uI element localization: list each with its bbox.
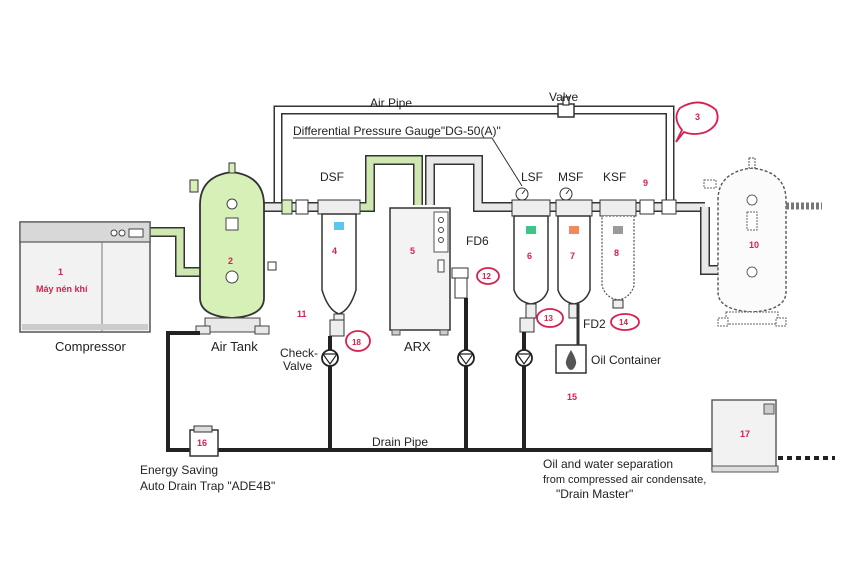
callout-13: [536, 308, 564, 328]
number-8: 8: [614, 248, 619, 258]
callout-12: [476, 267, 500, 285]
green-pipes: [360, 155, 490, 212]
energy-saving-label-1: Energy Saving: [140, 463, 218, 477]
arx-dryer: [389, 207, 451, 336]
number-10: 10: [749, 240, 759, 250]
number-14: 14: [619, 318, 628, 327]
check-valve-label-2: Valve: [283, 359, 312, 373]
number-9: 9: [643, 178, 648, 188]
fd6-label: FD6: [466, 234, 489, 248]
compressor: [19, 221, 151, 333]
oil-water-label-3: "Drain Master": [556, 487, 633, 501]
number-1: 1: [58, 267, 63, 277]
msf-label: MSF: [558, 170, 583, 184]
compressor-pipe: [150, 227, 205, 277]
number-4: 4: [332, 246, 337, 256]
number-13: 13: [544, 314, 553, 323]
callout-14: [610, 313, 640, 331]
number-7: 7: [570, 251, 575, 261]
valve-top: [557, 96, 575, 118]
number-3: 3: [695, 112, 700, 122]
oil-container: [555, 304, 587, 374]
number-12: 12: [482, 272, 491, 281]
number-5: 5: [410, 246, 415, 256]
gauge-leader-line: [491, 137, 523, 187]
oil-water-label-1: Oil and water separation: [543, 457, 673, 471]
energy-saving-label-2: Auto Drain Trap "ADE4B": [140, 479, 275, 493]
ksf-filter: [599, 199, 637, 309]
air-tank: [189, 162, 277, 335]
valve-label: Valve: [549, 90, 578, 104]
fd2-label: FD2: [583, 317, 606, 331]
fd6-drain: [451, 267, 469, 299]
number-6: 6: [527, 251, 532, 261]
outlet-valves: [639, 199, 677, 215]
number-18: 18: [352, 338, 361, 347]
dsf-label: DSF: [320, 170, 344, 184]
air-tank-label: Air Tank: [211, 339, 258, 354]
tank-outlet-valves: [281, 199, 309, 215]
number-2: 2: [228, 256, 233, 266]
air-pipe-label: Air Pipe: [370, 96, 412, 110]
arx-label: ARX: [404, 339, 431, 354]
check-valves: [321, 349, 533, 367]
lsf-filter: [511, 187, 551, 333]
oil-container-label: Oil Container: [591, 353, 661, 367]
air-pipe: [273, 105, 675, 205]
ksf-label: KSF: [603, 170, 626, 184]
drain-master: [711, 399, 779, 473]
number-15: 15: [567, 392, 577, 402]
callout-3: [675, 101, 719, 143]
drain-pipe-label: Drain Pipe: [372, 435, 428, 449]
check-valve-label-1: Check-: [280, 346, 318, 360]
dsf-filter: [317, 199, 361, 337]
receiver-tank: [703, 157, 822, 327]
msf-filter: [555, 187, 593, 319]
compressor-vi-label: Máy nén khí: [36, 284, 88, 294]
lsf-label: LSF: [521, 170, 543, 184]
auto-drain-trap: [189, 425, 219, 457]
number-16: 16: [197, 438, 207, 448]
number-11: 11: [297, 309, 307, 319]
callout-18: [345, 330, 371, 352]
oil-water-label-2: from compressed air condensate,: [543, 474, 706, 486]
compressor-label: Compressor: [55, 339, 126, 354]
gauge-label: Differential Pressure Gauge"DG-50(A)": [293, 124, 501, 138]
number-17: 17: [740, 429, 750, 439]
